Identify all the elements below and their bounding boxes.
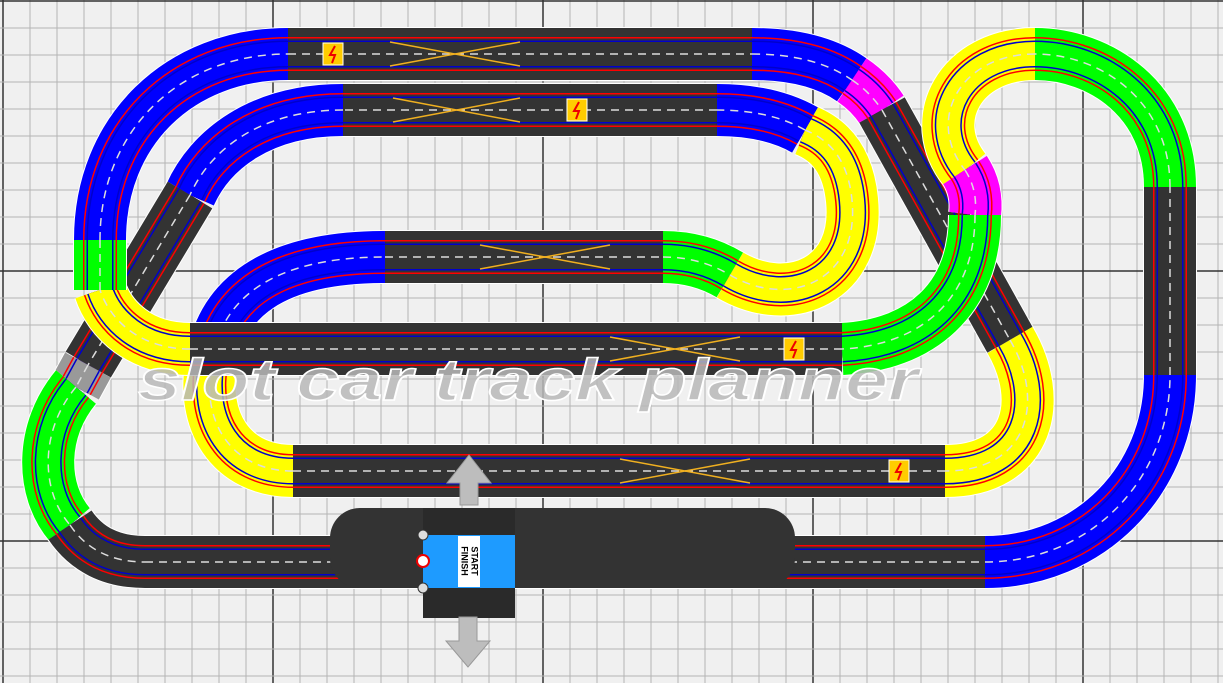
track-piece-short[interactable]	[52, 352, 112, 400]
track-layout	[21, 27, 1197, 589]
track-piece-curve-r2[interactable]	[921, 27, 1037, 187]
track-piece-curve-r4[interactable]	[836, 57, 905, 126]
move-down-arrow-icon[interactable]	[444, 616, 492, 668]
lane-change-marking	[389, 41, 521, 67]
power-supply-icon[interactable]	[783, 337, 805, 361]
track-piece-curve-r3[interactable]	[21, 369, 98, 543]
power-supply-icon[interactable]	[888, 459, 910, 483]
track-decorations	[322, 41, 910, 484]
track-piece-curve-r1[interactable]	[165, 83, 344, 207]
track-piece-curve-r2[interactable]	[182, 354, 295, 498]
power-supply-icon[interactable]	[566, 98, 588, 122]
start-label: START	[470, 546, 480, 576]
finish-label: FINISH	[460, 546, 470, 576]
track-piece-straight[interactable]	[47, 508, 146, 589]
app-watermark: slot car track planner	[138, 348, 923, 413]
start-finish-unit[interactable]: START FINISH	[330, 508, 795, 618]
connection-point-icon[interactable]	[417, 582, 429, 594]
track-piece-curve-r2[interactable]	[716, 104, 880, 317]
track-piece-curve-r3[interactable]	[1033, 27, 1197, 189]
move-up-arrow-icon[interactable]	[445, 454, 493, 506]
track-piece-curve-r3[interactable]	[839, 214, 1002, 376]
pit-lane[interactable]	[330, 508, 795, 588]
track-piece-curve-r2[interactable]	[74, 280, 192, 376]
lane-change-marking	[609, 336, 741, 362]
lane-change-marking	[392, 97, 521, 123]
lane-change-marking	[479, 244, 611, 270]
lane-change-marking	[619, 458, 751, 484]
power-supply-icon[interactable]	[322, 42, 344, 66]
track-piece-curve-r1[interactable]	[984, 374, 1197, 589]
connection-point-icon[interactable]	[416, 554, 430, 568]
start-finish-banner	[458, 536, 480, 587]
track-piece-curve-r2[interactable]	[943, 326, 1055, 498]
track-piece-curve-r3[interactable]	[662, 230, 744, 299]
track-piece-straight[interactable]	[858, 96, 1034, 354]
track-piece-curve-r4[interactable]	[941, 155, 1003, 219]
track-piece-curve-r1[interactable]	[716, 83, 819, 154]
track-piece-curve-r1[interactable]	[73, 27, 289, 241]
connection-point-icon[interactable]	[417, 529, 429, 541]
track-piece-curve-r1[interactable]	[751, 27, 868, 103]
